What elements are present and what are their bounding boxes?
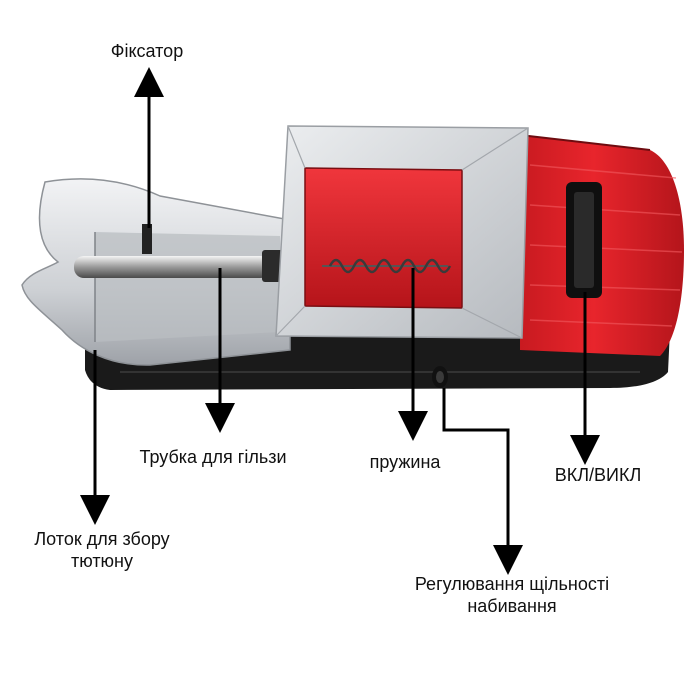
label-tube-text: Трубка для гільзи (139, 447, 287, 467)
spring (322, 258, 452, 274)
label-spring-text: пружина (369, 452, 441, 472)
label-density: Регулювання щільності набивання (378, 573, 646, 617)
pointer-arrows (80, 67, 600, 575)
label-fixator: Фіксатор (92, 40, 202, 62)
label-tray: Лоток для збору тютюну (4, 528, 200, 572)
label-spring: пружина (350, 451, 460, 473)
tobacco-hopper (275, 125, 529, 339)
label-tube: Трубка для гільзи (108, 446, 318, 468)
fixator-lever (142, 224, 152, 254)
power-switch (566, 182, 602, 298)
density-knob (432, 366, 448, 388)
label-tray-line1: Лоток для збору (34, 529, 170, 549)
arrow-density (442, 388, 523, 575)
label-fixator-text: Фіксатор (110, 41, 184, 61)
label-tray-line2: тютюну (70, 551, 134, 571)
label-density-line1: Регулювання щільності (414, 574, 610, 594)
label-on-off: ВКЛ/ВИКЛ (528, 464, 668, 486)
label-on-off-text: ВКЛ/ВИКЛ (554, 465, 642, 485)
label-density-line2: набивання (467, 596, 557, 616)
